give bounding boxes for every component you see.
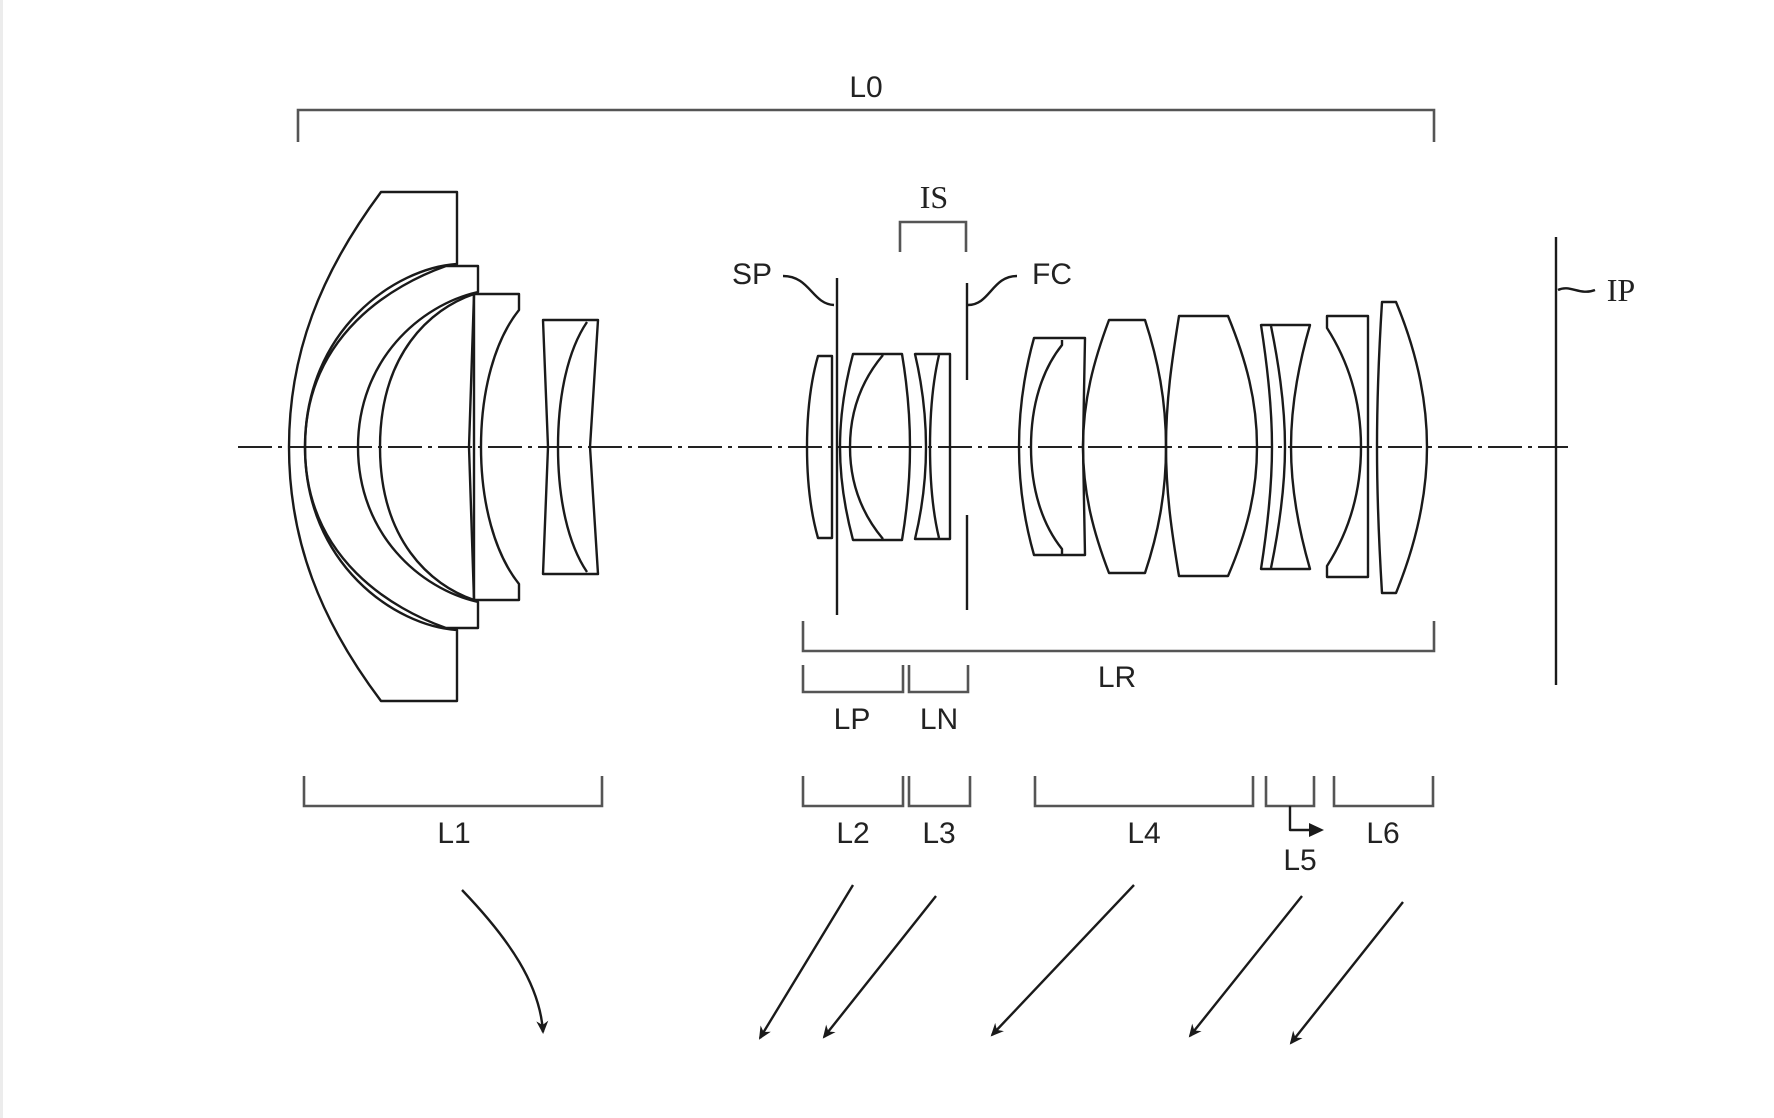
label-l4: L4 xyxy=(1127,817,1160,850)
lens-group-l5-elements xyxy=(1259,323,1312,571)
lens-group-l4-elements xyxy=(1017,314,1259,578)
label-lp: LP xyxy=(834,703,871,736)
lens-element-l1-4 xyxy=(472,292,521,602)
bracket-is: IS xyxy=(898,179,968,252)
lens-element-l1-1 xyxy=(287,190,459,703)
lens-element-l1-2 xyxy=(303,264,480,630)
movement-arrow-l2 xyxy=(758,884,855,1040)
label-sp: SP xyxy=(732,258,772,291)
lens-element-l2-2 xyxy=(838,352,912,542)
label-ln: LN xyxy=(920,703,958,736)
label-is: IS xyxy=(920,179,948,215)
bracket-l1: L1 xyxy=(302,776,604,850)
left-edge-strip xyxy=(0,0,3,1118)
cemented-surface-l3 xyxy=(928,354,941,539)
lens-element-l6-1 xyxy=(1325,314,1370,579)
cemented-surface-l4-1 xyxy=(1029,340,1064,555)
lens-group-l3-elements xyxy=(913,352,952,541)
bracket-l5: L5 xyxy=(1264,776,1324,877)
label-l6: L6 xyxy=(1366,817,1399,850)
lens-element-l6-2 xyxy=(1375,300,1429,595)
bracket-l6: L6 xyxy=(1332,776,1435,850)
bracket-ln: LN xyxy=(907,665,970,736)
bracket-l4: L4 xyxy=(1033,776,1255,850)
bracket-l3: L3 xyxy=(907,776,972,850)
label-l0: L0 xyxy=(849,71,882,104)
label-fc: FC xyxy=(1032,258,1072,291)
lens-element-l5 xyxy=(1259,323,1312,571)
bracket-lr: LR xyxy=(801,621,1436,694)
label-ip: IP xyxy=(1607,272,1635,308)
cemented-surface-l2 xyxy=(848,354,884,540)
cemented-surface-l5 xyxy=(1269,325,1287,569)
lens-element-l1-3 xyxy=(378,292,476,602)
label-l3: L3 xyxy=(922,817,955,850)
lens-group-l2-elements xyxy=(805,352,912,542)
lens-element-l4-1 xyxy=(1017,336,1087,557)
movement-arrow-l4 xyxy=(990,884,1135,1037)
lens-group-l1-elements xyxy=(287,190,600,703)
bracket-l2: L2 xyxy=(801,776,905,850)
bracket-lp: LP xyxy=(801,665,905,736)
lens-element-l3 xyxy=(913,352,952,541)
lens-group-l6-elements xyxy=(1325,300,1429,595)
movement-arrow-l6 xyxy=(1289,901,1404,1045)
lens-element-l4-3 xyxy=(1164,314,1259,578)
cemented-surface-l1-5 xyxy=(556,321,588,573)
lens-element-l2-1 xyxy=(805,354,834,540)
flare-cut: FC xyxy=(965,258,1072,610)
label-l1: L1 xyxy=(437,817,470,850)
lens-element-l1-5 xyxy=(541,318,600,576)
bracket-l0: L0 xyxy=(296,71,1436,142)
movement-arrow-l1 xyxy=(461,889,549,1034)
aperture-stop: SP xyxy=(732,258,839,615)
movement-arrow-l3 xyxy=(822,895,937,1039)
arrowhead-icon xyxy=(1309,823,1324,837)
label-lr: LR xyxy=(1098,661,1136,694)
label-l2: L2 xyxy=(836,817,869,850)
movement-arrow-l5 xyxy=(1188,895,1303,1038)
label-l5: L5 xyxy=(1283,844,1316,877)
image-plane: IP xyxy=(1554,237,1635,685)
lens-element-l4-2 xyxy=(1081,318,1168,575)
